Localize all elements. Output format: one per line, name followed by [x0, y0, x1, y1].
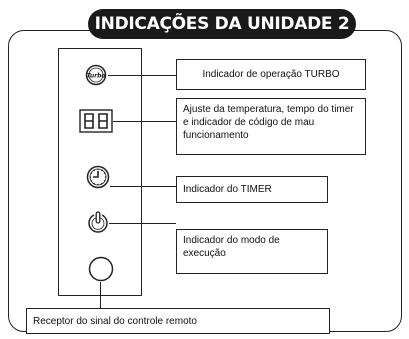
callout-receiver: Receptor do sinal do controle remoto: [26, 308, 330, 334]
callout-run: Indicador do modo de execução: [176, 229, 328, 274]
seven-segment-display-icon: [79, 109, 113, 133]
callout-display: Ajuste da temperatura, tempo do timer e …: [176, 98, 366, 155]
callout-turbo: Indicador de operação TURBO: [176, 59, 366, 90]
leader-line-timer: [110, 186, 176, 187]
callout-run-text: Indicador do modo de execução: [183, 235, 280, 259]
leader-line-turbo: [108, 75, 176, 76]
turbo-icon-text: Turbo: [87, 73, 106, 80]
leader-line-receiver: [100, 282, 101, 308]
callout-receiver-text: Receptor do sinal do controle remoto: [33, 315, 197, 327]
callout-timer-text: Indicador do TIMER: [183, 184, 272, 195]
diagram-title: INDICAÇÕES DA UNIDADE 2: [88, 9, 356, 39]
callout-display-text: Ajuste da temperatura, tempo do timer e …: [183, 104, 354, 141]
callout-timer: Indicador do TIMER: [176, 176, 328, 203]
callout-turbo-text: Indicador de operação TURBO: [202, 69, 340, 80]
leader-line-display: [113, 121, 176, 122]
clock-icon: [86, 165, 110, 189]
indicator-panel: [58, 48, 142, 296]
power-icon: [87, 210, 109, 236]
turbo-icon: Turbo: [85, 64, 107, 86]
receiver-circle-icon: [88, 256, 114, 282]
leader-line-run: [109, 223, 176, 224]
